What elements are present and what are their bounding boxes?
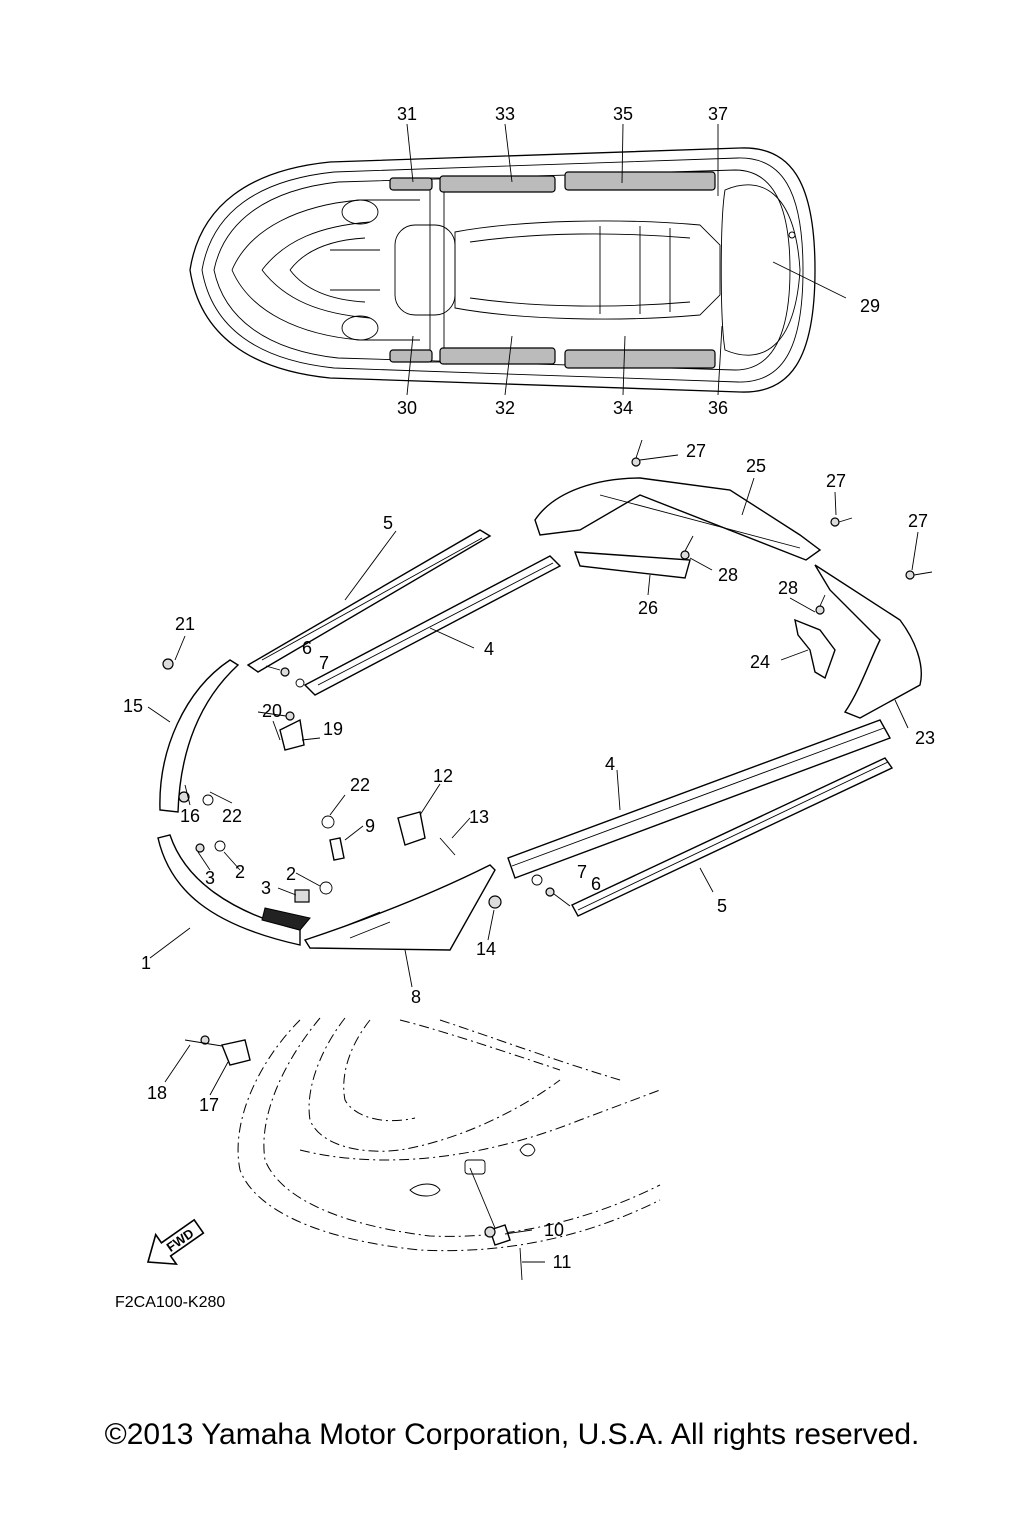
callout-9: 9 [365, 816, 375, 836]
callout-25: 25 [746, 456, 766, 476]
callout-26: 26 [638, 598, 658, 618]
callout-3b: 3 [261, 878, 271, 898]
callout-7a: 7 [319, 653, 329, 673]
callout-20: 20 [262, 701, 282, 721]
callout-5b: 5 [717, 896, 727, 916]
callout-27a: 27 [686, 441, 706, 461]
callout-21: 21 [175, 614, 195, 634]
fwd-arrow: FWD [146, 1218, 205, 1266]
fasteners [162, 439, 933, 909]
bow-underside-view [184, 1017, 661, 1281]
callout-27b: 27 [826, 471, 846, 491]
callout-15: 15 [123, 696, 143, 716]
callout-22b: 22 [222, 806, 242, 826]
callout-27c: 27 [908, 511, 928, 531]
top-leaders [406, 123, 847, 396]
callout-6b: 6 [591, 874, 601, 894]
callout-3a: 3 [205, 868, 215, 888]
callout-10: 10 [544, 1220, 564, 1240]
callout-30: 30 [397, 398, 417, 418]
callout-28a: 28 [718, 565, 738, 585]
callout-28b: 28 [778, 578, 798, 598]
callout-13: 13 [469, 807, 489, 827]
callout-33: 33 [495, 104, 515, 124]
callout-31: 31 [397, 104, 417, 124]
hull-top-view [189, 147, 816, 393]
callout-2a: 2 [235, 862, 245, 882]
callout-36: 36 [708, 398, 728, 418]
callout-4b: 4 [605, 754, 615, 774]
callout-22a: 22 [350, 775, 370, 795]
callout-16: 16 [180, 806, 200, 826]
callout-labels: 31 33 35 37 29 30 32 34 36 27 25 27 27 2… [123, 104, 935, 1272]
callout-7b: 7 [577, 862, 587, 882]
callout-6a: 6 [302, 638, 312, 658]
callout-37: 37 [708, 104, 728, 124]
callout-17: 17 [199, 1095, 219, 1115]
callout-8: 8 [411, 987, 421, 1007]
copyright-notice: ©2013 Yamaha Motor Corporation, U.S.A. A… [104, 1418, 920, 1451]
callout-29: 29 [860, 296, 880, 316]
exploded-parts [157, 477, 922, 951]
callout-12: 12 [433, 766, 453, 786]
callout-24: 24 [750, 652, 770, 672]
callout-5a: 5 [383, 513, 393, 533]
callout-2b: 2 [286, 864, 296, 884]
callout-34: 34 [613, 398, 633, 418]
middle-leaders [147, 454, 919, 988]
callout-11: 11 [553, 1252, 572, 1272]
callout-19: 19 [323, 719, 343, 739]
callout-35: 35 [613, 104, 633, 124]
drawing-code: F2CA100-K280 [115, 1294, 225, 1311]
callout-4a: 4 [484, 639, 494, 659]
callout-32: 32 [495, 398, 515, 418]
bottom-leaders [164, 1044, 545, 1263]
callout-1: 1 [141, 953, 151, 973]
callout-18: 18 [147, 1083, 167, 1103]
callout-23: 23 [915, 728, 935, 748]
callout-14: 14 [476, 939, 496, 959]
